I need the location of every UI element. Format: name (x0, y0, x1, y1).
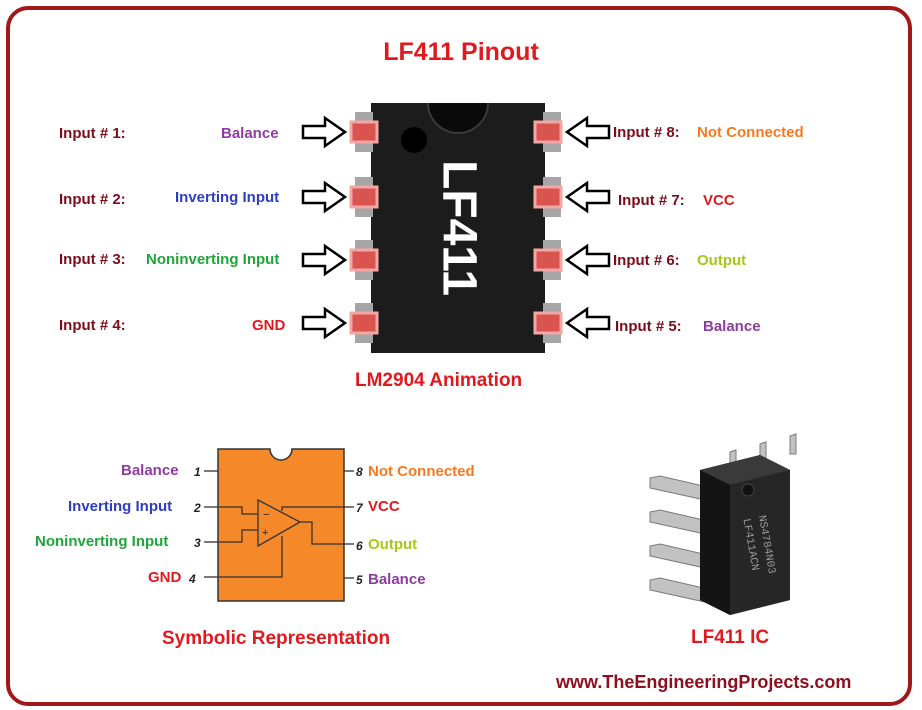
pin-label-7: Input # 7: (618, 192, 685, 209)
pad-1 (349, 120, 379, 144)
symbol-right-num-6: 6 (356, 539, 363, 553)
symbol-left-num-4: 4 (189, 572, 196, 586)
symbol-right-name-6: Output (368, 536, 418, 553)
pin-label-6: Input # 6: (613, 252, 680, 269)
right-arrows (564, 115, 611, 340)
page-title: LF411 Pinout (383, 38, 539, 66)
chip-notch (427, 102, 489, 134)
pin-label-3: Input # 3: (59, 251, 126, 268)
chip-label: LF411 (432, 160, 485, 296)
pad-5 (533, 311, 563, 335)
pin-function-7: VCC (703, 192, 735, 209)
pin-label-8: Input # 8: (613, 124, 680, 141)
symbol-right-name-5: Balance (368, 571, 426, 588)
pin-function-5: Balance (703, 318, 761, 335)
arrow-icon (564, 115, 611, 149)
ic-photo-caption: LF411 IC (691, 627, 770, 648)
plus-sign: + (262, 527, 268, 539)
arrow-icon (301, 306, 348, 340)
pad-6 (533, 248, 563, 272)
minus-sign: − (263, 509, 269, 521)
pad-3 (349, 248, 379, 272)
arrow-icon (301, 243, 348, 277)
footer-url: www.TheEngineeringProjects.com (556, 672, 852, 692)
page-frame (6, 6, 912, 706)
pin1-dot (401, 127, 427, 153)
symbol-right-name-8: Not Connected (368, 463, 475, 480)
chip-pads (349, 120, 563, 335)
pin-function-2: Inverting Input (175, 189, 280, 206)
left-arrows (301, 115, 348, 340)
pin-function-8: Not Connected (697, 124, 804, 141)
symbol-left-num-3: 3 (194, 536, 201, 550)
symbol-left-name-4: GND (148, 569, 182, 586)
arrow-icon (301, 115, 348, 149)
pin-label-2: Input # 2: (59, 191, 126, 208)
symbol-left-num-2: 2 (194, 501, 201, 515)
arrow-icon (301, 180, 348, 214)
pin-function-6: Output (697, 252, 747, 269)
symbol-left-num-1: 1 (194, 465, 201, 479)
symbol-caption: Symbolic Representation (162, 628, 391, 649)
symbol-right-name-7: VCC (368, 498, 400, 515)
ic-legs (649, 433, 797, 603)
symbol-right-num-8: 8 (356, 465, 363, 479)
pin-label-5: Input # 5: (615, 318, 682, 335)
symbol-wires (204, 470, 354, 579)
symbol-left-name-2: Inverting Input (68, 498, 173, 515)
pad-8 (533, 120, 563, 144)
arrow-icon (564, 180, 611, 214)
pin-function-4: GND (252, 317, 286, 334)
symbol-right-num-7: 7 (356, 501, 363, 515)
pad-7 (533, 185, 563, 209)
pin-label-4: Input # 4: (59, 317, 126, 334)
symbol-right-num-5: 5 (356, 573, 363, 587)
pad-2 (349, 185, 379, 209)
pin-function-1: Balance (221, 125, 279, 142)
symbol-left-name-1: Balance (121, 462, 179, 479)
symbol-left-name-3: Noninverting Input (35, 533, 169, 550)
ic-body (700, 455, 790, 615)
arrow-icon (564, 306, 611, 340)
chip-body (371, 103, 545, 353)
arrow-icon (564, 243, 611, 277)
pin-function-3: Noninverting Input (146, 251, 280, 268)
pin-label-1: Input # 1: (59, 125, 126, 142)
chip-caption: LM2904 Animation (355, 370, 523, 391)
pad-4 (349, 311, 379, 335)
opamp-triangle-icon (257, 498, 302, 548)
